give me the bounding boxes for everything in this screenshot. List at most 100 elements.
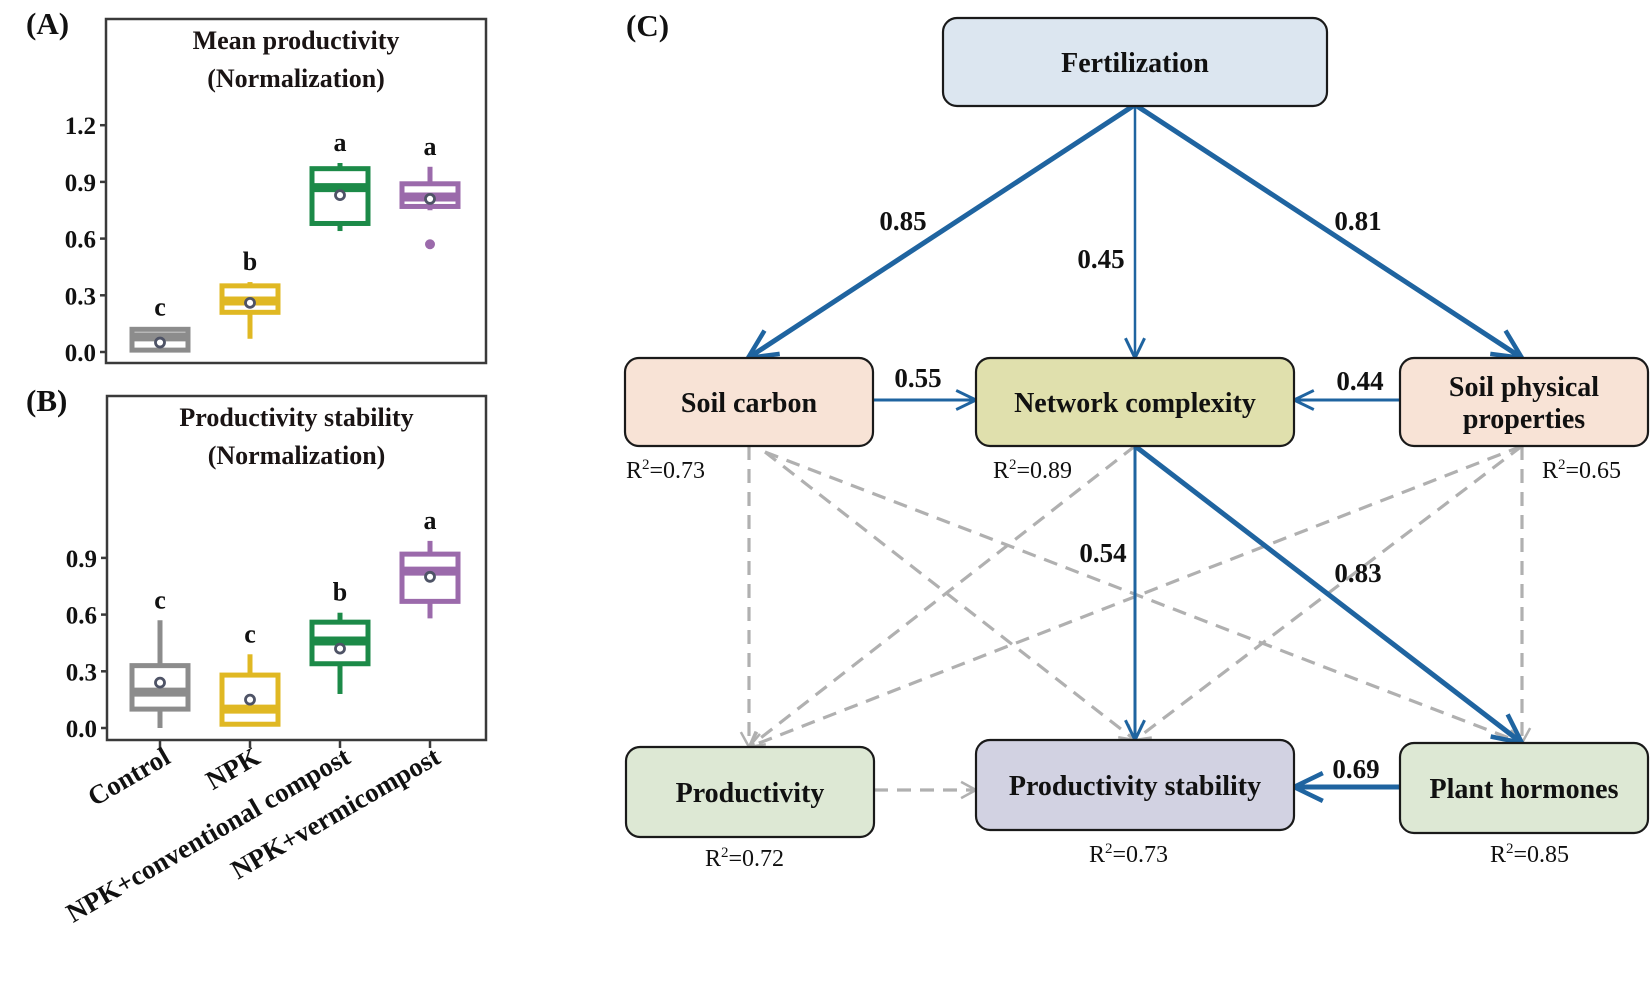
box-npk: b [219,247,281,339]
y-tick-label: 0.0 [65,340,96,367]
path-fert-to-soilc: 0.85 [743,103,1135,361]
r-squared-label: R2=0.73 [1089,841,1168,868]
outlier-point [425,239,435,250]
mean-marker [334,642,346,655]
significance-letter: b [243,247,257,276]
dashed-path-line [764,450,1136,742]
significance-letter: a [424,506,437,535]
box-control: c [129,585,191,728]
box-npk: c [219,619,281,727]
r-squared-label: R2=0.72 [705,845,784,872]
node-box [623,356,875,448]
path-soilc-to-stab-nonsignificant [764,450,1138,742]
significance-letter: c [154,585,166,614]
panel-label: (A) [26,6,69,41]
mean-marker [244,693,256,706]
node-box [1398,356,1650,448]
node-box [974,738,1296,832]
node-fert: Fertilization [941,16,1329,108]
path-line [1135,103,1524,361]
path-net-to-stab: 0.54 [1079,446,1146,744]
y-tick-label: 1.2 [65,113,96,140]
path-net-to-horm: 0.83 [1133,444,1527,747]
path-line [746,103,1135,361]
r-squared-label: R2=0.65 [1542,457,1621,484]
box-npk-conventional-compost: a [309,128,371,232]
panel-label: (C) [626,8,669,43]
plot-title: Mean productivity [193,26,400,55]
mean-marker [334,189,346,202]
path-coefficient: 0.55 [894,363,941,393]
y-tick-label: 0.6 [65,227,96,254]
plot-subtitle: (Normalization) [207,64,385,93]
path-coefficient: 0.54 [1079,538,1126,568]
path-soilp-to-horm-nonsignificant [1512,446,1532,746]
box-npk-vermicompost: a [399,132,461,250]
node-label: Soil physical [1449,372,1599,403]
arrowhead-icon [1489,329,1527,361]
mean-marker [154,676,166,689]
path-coefficient: 0.81 [1334,206,1381,236]
path-coefficient: 0.69 [1332,754,1379,784]
box-control: c [129,292,191,353]
node-box [624,745,876,839]
x-tick-label: Control [82,741,175,812]
path-soilc-to-prod-nonsignificant [739,446,759,750]
significance-letter: a [424,132,437,161]
path-fert-to-soilp: 0.81 [1135,103,1527,361]
path-soilp-to-net: 0.44 [1290,366,1400,411]
panel-a-mean-productivity: (A) Mean productivity (Normalization) 0.0 0.… [26,6,488,367]
panel-label: (B) [26,383,67,418]
path-soilc-to-horm-nonsignificant [764,450,1525,747]
node-label: Plant hormones [1430,774,1619,805]
mean-marker [424,193,436,205]
node-box [1398,741,1650,835]
plot-frame [105,394,488,742]
x-tick-label: NPK [201,741,265,795]
significance-letter: b [333,578,347,607]
plot-subtitle: (Normalization) [208,441,386,470]
r-squared-label: R2=0.89 [993,457,1072,484]
path-soilc-to-net: 0.55 [873,363,980,411]
dashed-path-line [748,444,1136,749]
node-box [941,16,1329,108]
path-line [1133,444,1524,745]
panel-c-path-diagram: (C) 0.85 0.45 0.81 0.55 0.44 0.54 0.83 0.69 Ferti… [623,8,1650,872]
box-npk-conventional-compost: b [309,578,371,694]
path-coefficient: 0.45 [1077,244,1124,274]
node-label: Productivity stability [1009,771,1261,802]
r-squared-label: R2=0.85 [1490,841,1569,868]
node-label: properties [1463,404,1585,435]
mean-marker [244,296,256,309]
plot-title: Productivity stability [179,403,413,432]
node-label: Fertilization [1061,48,1209,79]
mean-marker [424,570,436,583]
path-prod-to-stab-nonsignificant [874,780,979,800]
y-tick-label: 0.6 [66,603,97,630]
path-coefficient: 0.83 [1334,558,1381,588]
panel-b-productivity-stability: (B) Productivity stability (Normalization)… [26,383,488,743]
mean-marker [154,336,166,349]
arrowhead-icon [743,329,781,361]
path-net-to-prod-nonsignificant [746,444,1136,749]
path-coefficient: 0.85 [879,206,926,236]
path-coefficient: 0.44 [1336,366,1383,396]
significance-letter: a [334,128,347,157]
plot-frame [104,17,488,365]
path-fert-to-net: 0.45 [1077,106,1146,362]
significance-letter: c [154,292,166,321]
y-tick-label: 0.3 [66,659,97,686]
y-tick-label: 0.9 [65,170,96,197]
path-horm-to-stab: 0.69 [1288,754,1400,803]
node-box [974,356,1296,448]
node-label: Productivity [676,778,825,809]
dashed-path-line [764,450,1523,745]
